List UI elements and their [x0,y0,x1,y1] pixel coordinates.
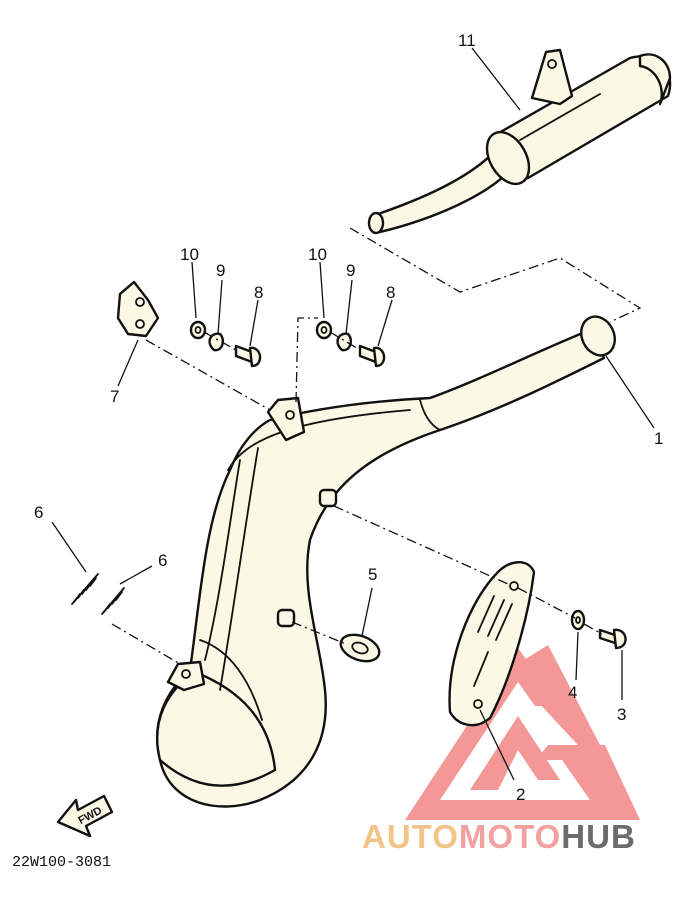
watermark-auto: AUTO [362,818,459,855]
callout-1: 1 [654,429,663,448]
callout-9a: 9 [216,261,225,280]
watermark-text: AUTOMOTOHUB [362,818,636,855]
heat-protector [448,561,536,727]
assembly-lines [111,227,642,665]
silencer [367,48,672,235]
callout-7: 7 [110,387,119,406]
callout-9b: 9 [346,261,355,280]
callout-5: 5 [368,565,377,584]
callout-8a: 8 [254,283,263,302]
watermark-hub: HUB [561,818,636,855]
watermark-moto: MOTO [459,818,561,855]
hardware [71,280,627,663]
callout-3: 3 [617,705,626,724]
callout-6b: 6 [158,551,167,570]
callout-4: 4 [568,683,577,702]
exhaust-pipe [155,315,616,808]
watermark-logo [405,645,640,820]
callout-10a: 10 [180,245,199,264]
callout-8b: 8 [386,283,395,302]
callout-10b: 10 [308,245,327,264]
fwd-arrow: FWD [56,794,114,838]
callout-6a: 6 [34,503,43,522]
callout-labels: 1 2 3 4 5 6 6 7 8 8 9 9 10 10 11 [34,31,663,804]
callout-2: 2 [516,785,525,804]
leader-lines [51,47,655,781]
callout-11: 11 [458,31,476,50]
diagram-code: 22W100-3081 [12,854,111,871]
